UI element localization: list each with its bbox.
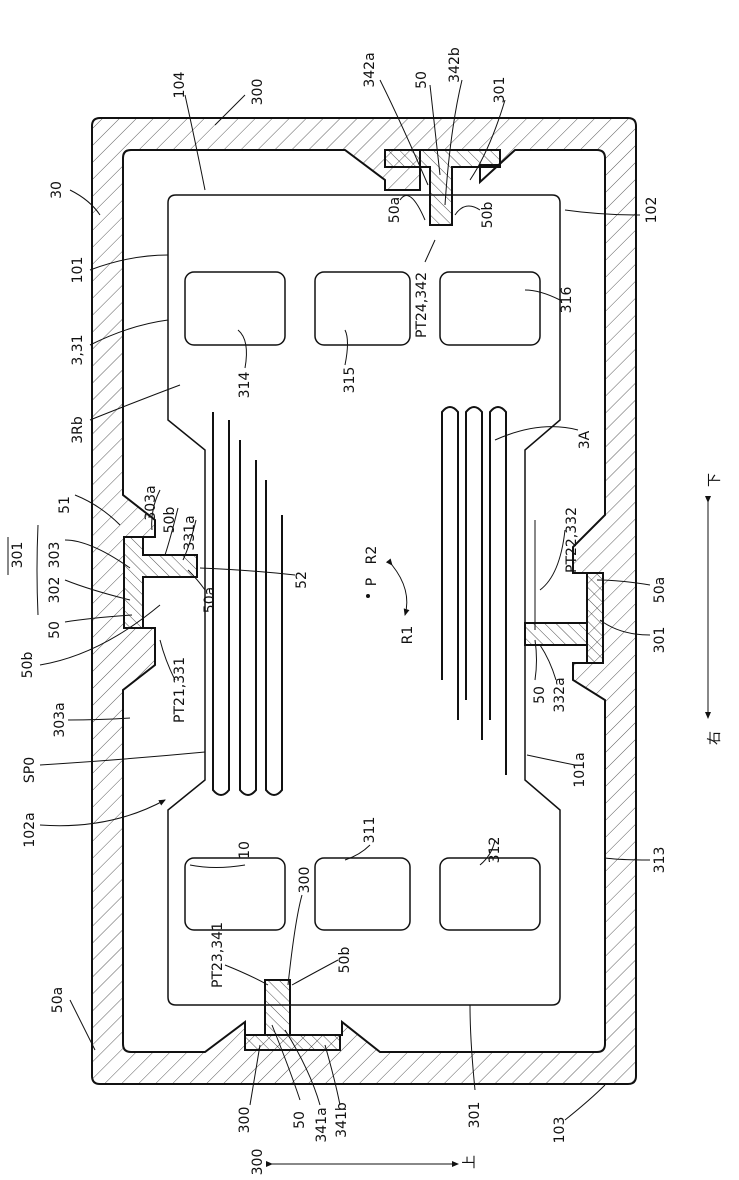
- label-23: 303: [47, 542, 63, 569]
- label-30: R1: [400, 626, 416, 645]
- label-47: PT23,341: [210, 922, 226, 988]
- window-314: [185, 272, 285, 345]
- label-42: 10: [237, 841, 253, 859]
- label-14: 3Rb: [70, 416, 86, 444]
- label-1: 30: [49, 181, 65, 199]
- label-18: 51: [57, 496, 73, 514]
- label-17: 3A: [577, 430, 593, 449]
- label-10: PT24,342: [414, 272, 430, 338]
- label-50: 300: [237, 1107, 253, 1134]
- label-25: 50: [47, 621, 63, 639]
- window-316: [440, 272, 540, 345]
- label-16: 315: [342, 367, 358, 394]
- label-39: SP0: [22, 757, 38, 783]
- label-4: 50: [414, 71, 430, 89]
- label-44: 312: [487, 837, 503, 864]
- label-34: 50: [532, 686, 548, 704]
- label-3: 342a: [362, 52, 378, 87]
- label-21: 331a: [182, 515, 198, 550]
- window-311: [185, 858, 285, 930]
- label-27: 52: [294, 571, 310, 589]
- label-52: 341a: [314, 1107, 330, 1142]
- label-19: 303a: [143, 485, 159, 520]
- label-33: 301: [652, 627, 668, 654]
- label-2: 104: [172, 72, 188, 99]
- label-49: 50a: [50, 987, 66, 1013]
- label-54: 301: [467, 1102, 483, 1129]
- label-15: 314: [237, 372, 253, 399]
- label-31: PT22,332: [564, 507, 580, 573]
- label-22: 301: [10, 542, 26, 569]
- label-56: 300: [250, 1149, 266, 1176]
- window-312: [315, 858, 410, 930]
- label-59: 右: [707, 731, 723, 745]
- label-24: 302: [47, 577, 63, 604]
- label-5: 342b: [447, 47, 463, 83]
- label-7: 50a: [387, 197, 403, 223]
- connector-50-right: [525, 573, 603, 663]
- label-48: 50b: [337, 947, 353, 974]
- label-53: 341b: [334, 1102, 350, 1138]
- label-57: 上: [462, 1155, 478, 1169]
- label-46: 300: [297, 867, 313, 894]
- label-55: 103: [552, 1117, 568, 1144]
- window-315: [315, 272, 410, 345]
- label-51: 50: [292, 1111, 308, 1129]
- label-0: 300: [250, 79, 266, 106]
- label-36: 50b: [20, 652, 36, 679]
- label-12: 101: [70, 257, 86, 284]
- label-9: 102: [644, 197, 660, 224]
- label-20: 50b: [162, 507, 178, 534]
- label-43: 311: [362, 817, 378, 844]
- label-40: 101a: [572, 752, 588, 787]
- label-38: 303a: [52, 702, 68, 737]
- label-29: R2: [364, 546, 380, 565]
- label-28: P: [364, 578, 380, 586]
- label-35: 332a: [552, 677, 568, 712]
- center-point-p: [366, 594, 370, 598]
- label-13: 3,31: [70, 334, 86, 365]
- label-8: 50b: [480, 202, 496, 229]
- label-32: 50a: [652, 577, 668, 603]
- label-11: 316: [559, 287, 575, 314]
- brace-301: [37, 525, 38, 615]
- label-6: 301: [492, 77, 508, 104]
- label-58: 下: [707, 473, 723, 487]
- label-37: PT21,331: [172, 657, 188, 723]
- label-26: 50a: [202, 587, 218, 613]
- window-313: [440, 858, 540, 930]
- label-45: 313: [652, 847, 668, 874]
- label-41: 102a: [22, 812, 38, 847]
